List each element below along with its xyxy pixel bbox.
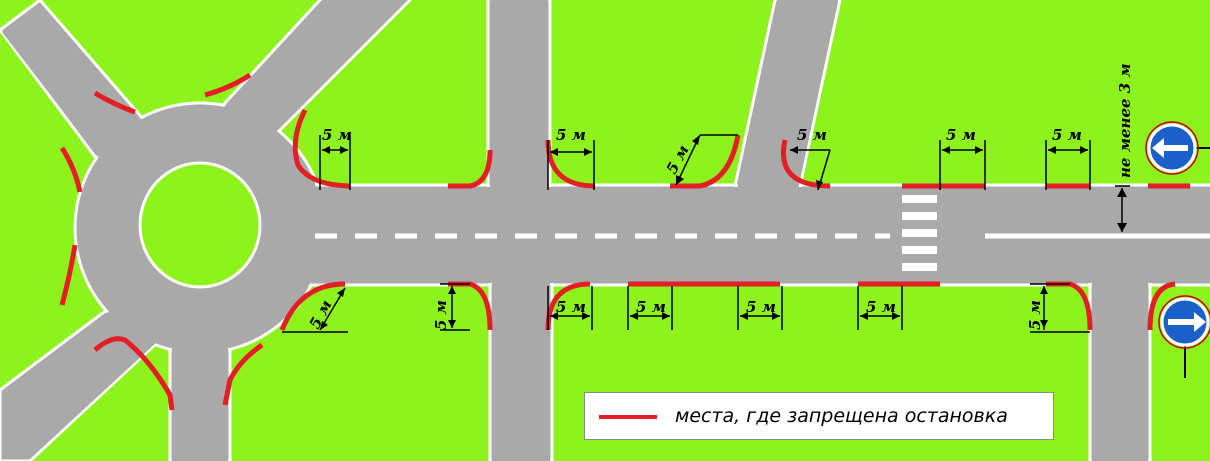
- right-arrow-sign-icon: [1158, 295, 1210, 378]
- dim-label-top-6: 5 м: [1052, 126, 1082, 144]
- dim-label-bottom-5: 5 м: [746, 298, 776, 316]
- dim-label-top-4: 5 м: [797, 126, 827, 144]
- dim-label-top-5: 5 м: [946, 126, 976, 144]
- legend-text: места, где запрещена остановка: [675, 405, 1008, 427]
- left-arrow-sign-icon: [1145, 121, 1210, 175]
- pedestrian-crossing: [902, 195, 937, 271]
- legend-red-line: [599, 415, 657, 419]
- dim-label-bottom-7: 5 м: [1026, 300, 1044, 330]
- dim-label-vertical: не менее 3 м: [1116, 63, 1134, 178]
- dim-label-bottom-3: 5 м: [556, 298, 586, 316]
- roundabout-island: [138, 161, 262, 289]
- dim-label-bottom-4: 5 м: [636, 298, 666, 316]
- dimension-arrowheads: [320, 135, 1127, 330]
- legend: места, где запрещена остановка: [584, 392, 1054, 440]
- dim-label-top-1: 5 м: [322, 126, 352, 144]
- dim-label-top-2: 5 м: [556, 126, 586, 144]
- dim-label-bottom-6: 5 м: [866, 298, 896, 316]
- dim-label-bottom-2: 5 м: [432, 300, 450, 330]
